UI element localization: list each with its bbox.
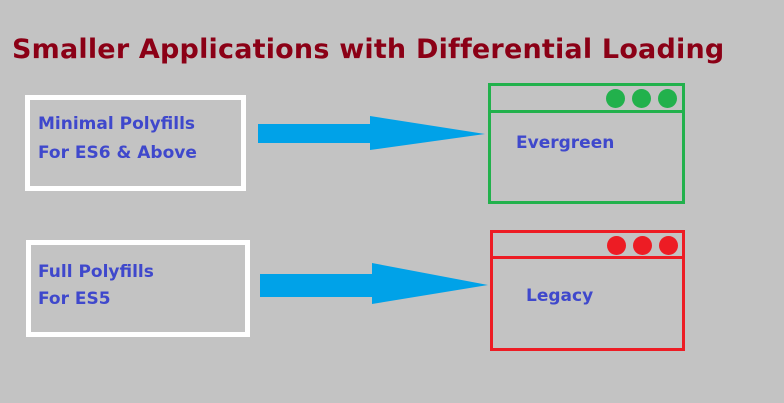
window-dot-icon	[633, 236, 652, 255]
window-dot-icon	[632, 89, 651, 108]
diagram-title: Smaller Applications with Differential L…	[12, 34, 725, 65]
window-dot-icon	[606, 89, 625, 108]
source-line: For ES6 & Above	[38, 143, 197, 163]
arrow-legacy	[260, 263, 488, 304]
browser-label-evergreen: Evergreen	[516, 133, 615, 153]
browser-label-legacy: Legacy	[526, 286, 594, 306]
source-line: Full Polyfills	[38, 262, 154, 282]
source-line: Minimal Polyfills	[38, 114, 196, 134]
window-dot-icon	[658, 89, 677, 108]
window-dot-icon	[659, 236, 678, 255]
source-box-legacy	[26, 240, 250, 337]
source-line: For ES5	[38, 289, 111, 309]
window-dot-icon	[607, 236, 626, 255]
browser-legacy	[490, 230, 685, 351]
source-box-modern	[25, 95, 246, 191]
browser-evergreen	[488, 83, 685, 204]
arrow-modern	[258, 116, 485, 150]
browser-titlebar	[493, 233, 682, 259]
browser-titlebar	[491, 86, 682, 113]
